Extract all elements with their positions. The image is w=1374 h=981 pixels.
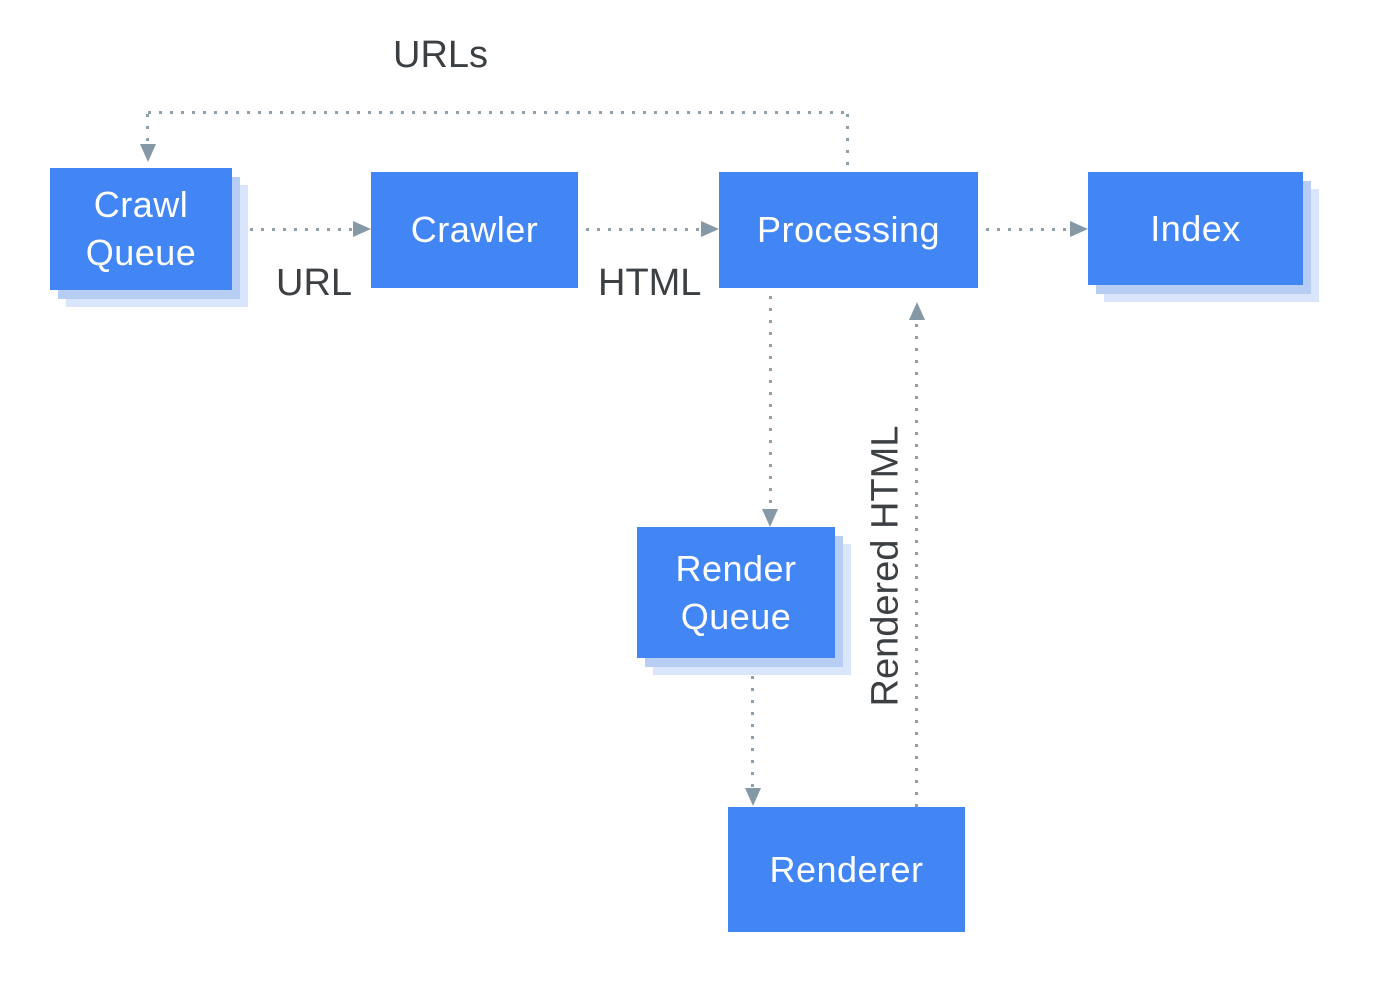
edge-renderqueue-to-renderer-line [751, 676, 754, 788]
edge-crawler-to-processing-line [586, 228, 701, 231]
node-processing-label: Processing [756, 209, 941, 251]
node-renderer-label: Renderer [769, 848, 924, 890]
edge-crawlqueue-to-crawler-line [250, 228, 354, 231]
node-render-queue-label: Render Queue [675, 547, 797, 637]
arrowhead-down-into-renderer [745, 788, 761, 806]
edge-processing-to-crawlqueue-right-segment [846, 114, 849, 172]
arrowhead-up-into-processing [909, 302, 925, 320]
node-index-label: Index [1150, 207, 1241, 249]
node-renderer: Renderer [728, 807, 965, 932]
edge-processing-to-renderqueue-line [769, 296, 772, 506]
node-processing: Processing [719, 172, 978, 288]
node-crawl-queue-label: Crawl Queue [85, 184, 197, 273]
node-crawler: Crawler [371, 172, 578, 288]
edge-label-html: HTML [598, 262, 702, 304]
edge-processing-to-crawlqueue-left-segment [146, 114, 149, 144]
edge-label-rendered-html: Rendered HTML [864, 425, 907, 707]
arrowhead-down-into-crawl-queue [140, 144, 156, 162]
node-crawler-label: Crawler [410, 209, 539, 251]
node-render-queue: Render Queue [637, 527, 835, 658]
edge-label-urls: URLs [393, 34, 489, 76]
arrowhead-right-into-processing [701, 221, 719, 237]
node-crawl-queue: Crawl Queue [50, 168, 232, 290]
arrowhead-right-into-index [1070, 221, 1088, 237]
edge-processing-to-crawlqueue-horizontal-line [148, 111, 848, 114]
edge-renderer-to-processing-line [915, 324, 918, 807]
edge-processing-to-index-line [986, 228, 1070, 231]
edge-label-url: URL [276, 262, 353, 304]
node-index: Index [1088, 172, 1303, 285]
arrowhead-down-into-render-queue [762, 509, 778, 527]
arrowhead-right-into-crawler [353, 221, 371, 237]
